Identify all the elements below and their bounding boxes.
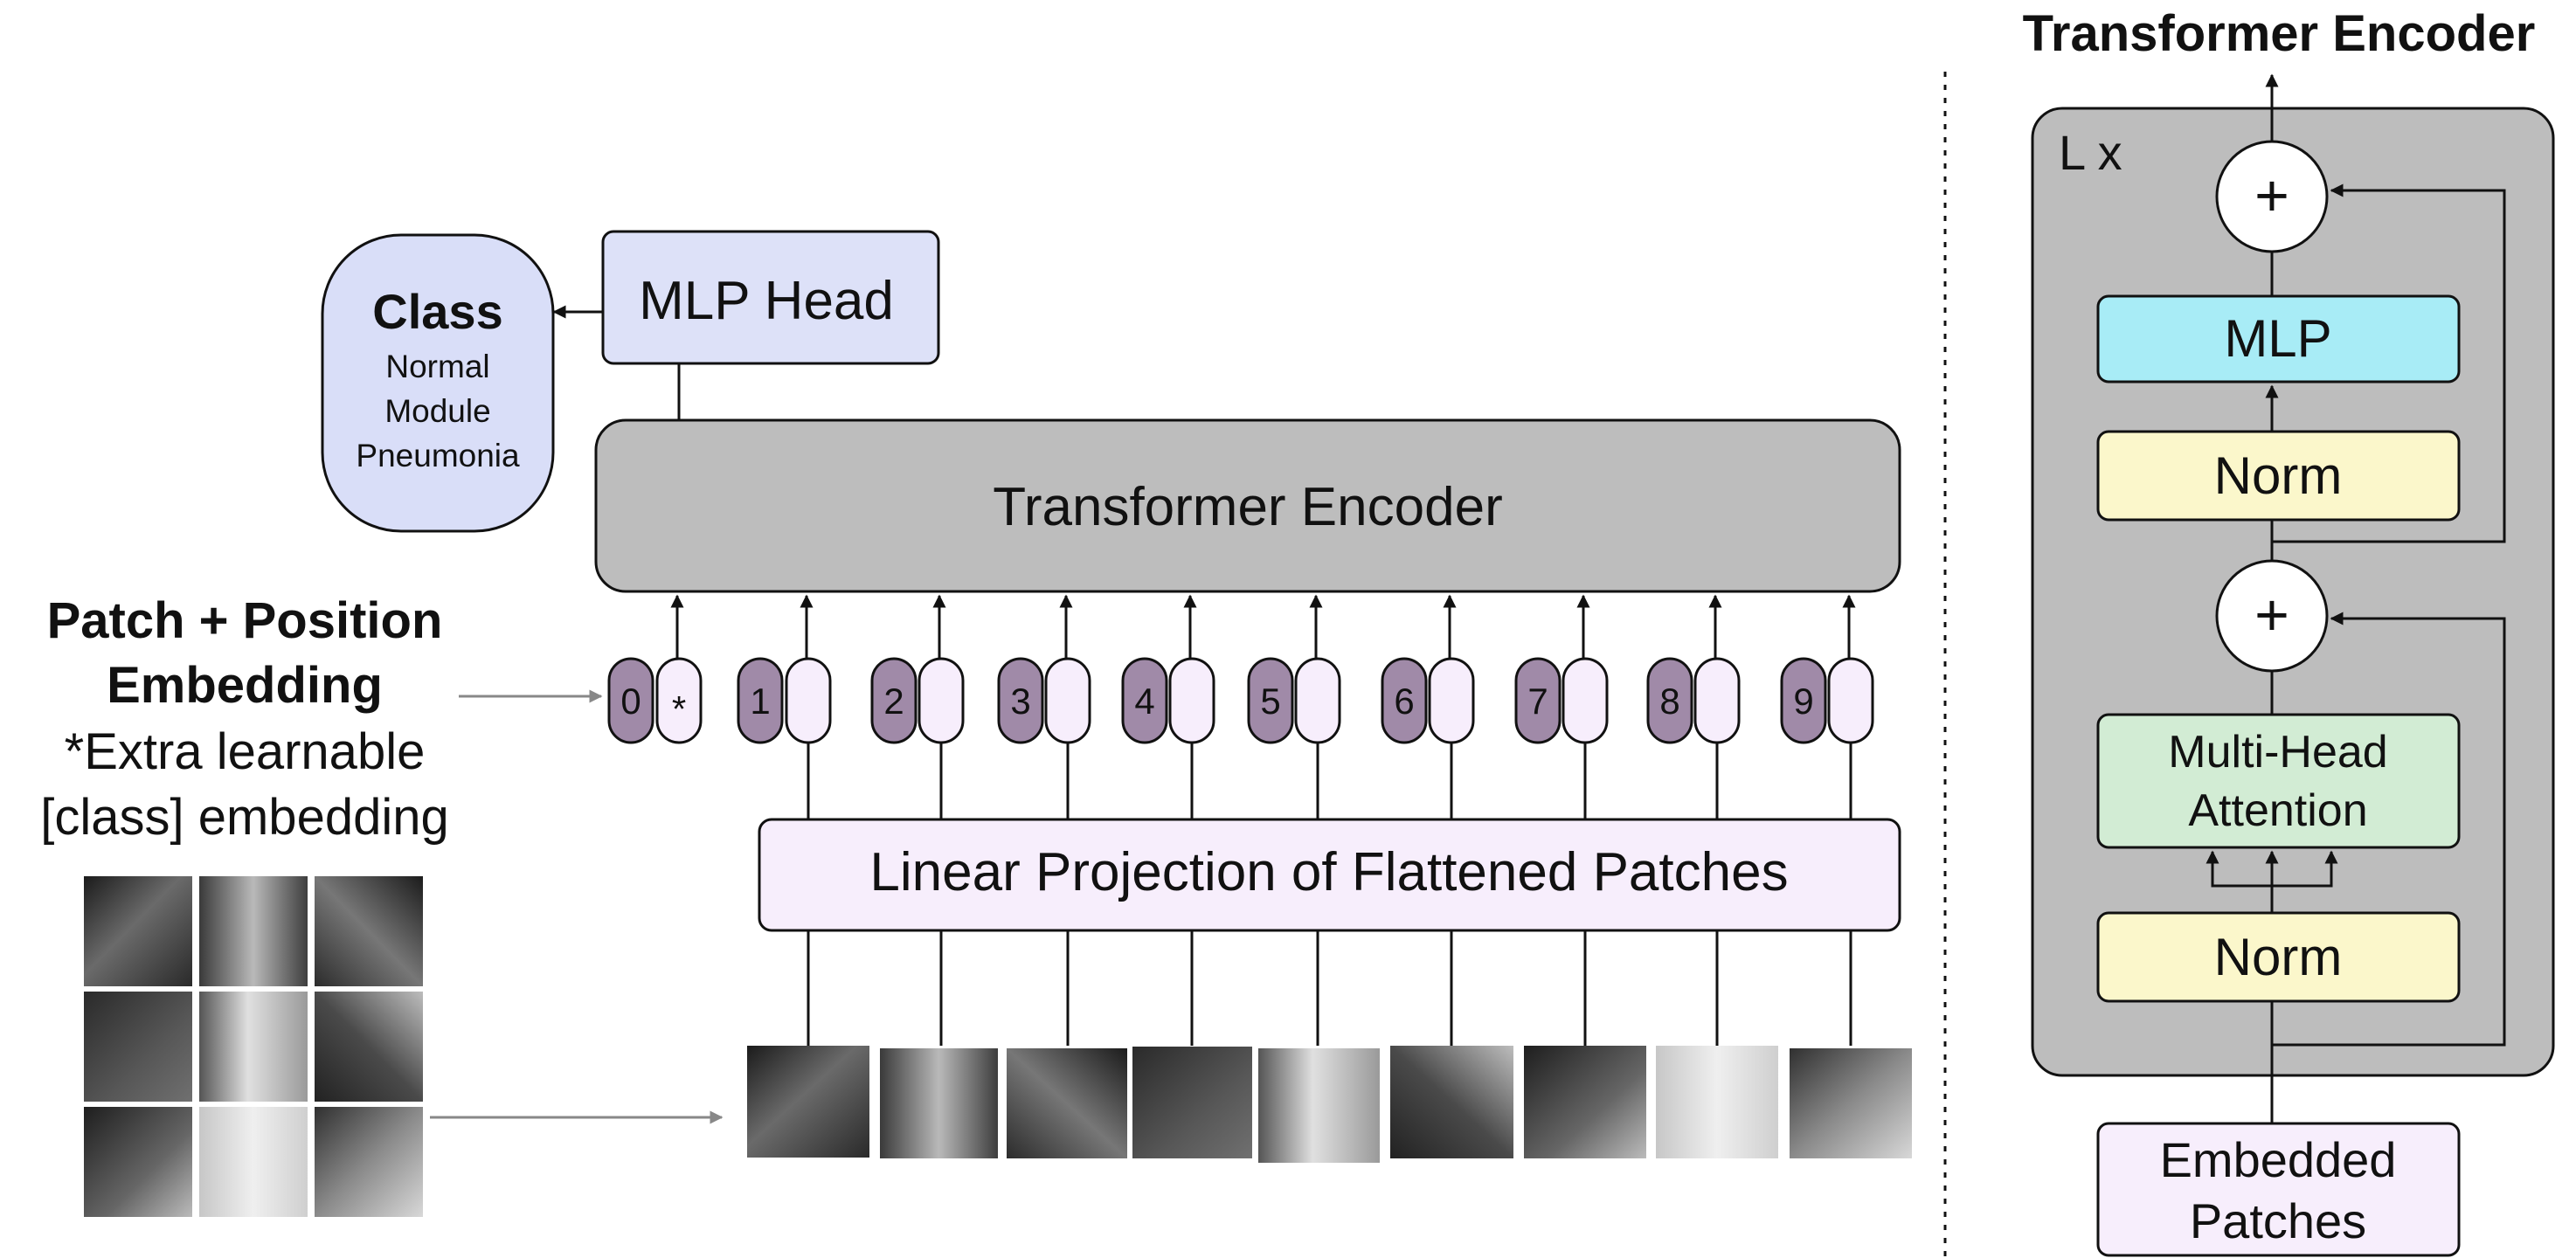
class-item-module: Module	[384, 393, 490, 429]
position-label-8: 8	[1659, 681, 1679, 722]
patch-embedding-3	[1044, 657, 1091, 744]
position-embedding-3	[997, 657, 1044, 744]
transformer-encoder-box: Transformer Encoder	[594, 418, 1901, 593]
embedding-label-line3: *Extra learnable	[65, 723, 426, 780]
token-6: 6	[1381, 657, 1475, 744]
attention-label-line2: Attention	[2188, 785, 2367, 836]
class-token-star: *	[672, 688, 686, 729]
embedded-patches-line2: Patches	[2190, 1193, 2366, 1248]
norm-label-top: Norm	[2214, 446, 2343, 505]
patch-embedding-8	[1693, 657, 1741, 744]
token-3: 3	[997, 657, 1091, 744]
norm-box-bottom: Norm	[2096, 911, 2461, 1003]
class-item-normal: Normal	[385, 349, 489, 384]
transformer-encoder-label: Transformer Encoder	[993, 477, 1502, 537]
position-embedding-7	[1514, 657, 1562, 744]
xray-patch-4	[1132, 1047, 1252, 1158]
norm-box-top: Norm	[2096, 430, 2461, 522]
position-label-0: 0	[620, 681, 641, 722]
layer-repeat-label: L x	[2059, 125, 2122, 180]
projection-to-token-lines	[807, 743, 1852, 819]
token-2: 2	[870, 657, 965, 744]
mlp-head-label: MLP Head	[639, 271, 894, 331]
class-title: Class	[372, 284, 502, 339]
residual-add-top: +	[2215, 140, 2329, 253]
linear-projection-label: Linear Projection of Flattened Patches	[869, 842, 1788, 902]
position-embedding-8	[1646, 657, 1693, 744]
position-embedding-0	[607, 657, 654, 744]
position-embedding-4	[1121, 657, 1168, 744]
xray-patch-1	[747, 1046, 869, 1158]
patch-embedding-4	[1168, 657, 1215, 744]
patch-embedding-9	[1827, 657, 1874, 744]
token-4: 4	[1121, 657, 1215, 744]
position-label-6: 6	[1394, 681, 1414, 722]
xray-patch-2	[880, 1048, 998, 1158]
patch-to-projection-lines	[807, 930, 1852, 1046]
attention-box: Multi-Head Attention	[2096, 713, 2461, 849]
embedded-patches-line1: Embedded	[2160, 1132, 2397, 1187]
plus-label-top: +	[2254, 162, 2289, 229]
norm-label-bottom: Norm	[2214, 928, 2343, 986]
xray-patch-9	[1790, 1048, 1912, 1158]
residual-add-middle: +	[2215, 559, 2329, 673]
plus-label-middle: +	[2254, 582, 2289, 648]
token-5: 5	[1247, 657, 1341, 744]
patch-embedding-0	[655, 657, 703, 744]
token-7: 7	[1514, 657, 1609, 744]
position-label-2: 2	[883, 681, 904, 722]
flattened-patch-row	[747, 1046, 1912, 1163]
residual-skip-top	[2272, 183, 2506, 543]
patch-embedding-1	[785, 657, 832, 744]
encoder-detail-title: Transformer Encoder	[2023, 5, 2536, 62]
mlp-box: MLP	[2096, 294, 2461, 384]
position-label-9: 9	[1793, 681, 1813, 722]
token-9: 9	[1780, 657, 1874, 744]
residual-skip-bottom	[2272, 612, 2506, 1047]
position-label-7: 7	[1527, 681, 1548, 722]
embedding-label-line4: [class] embedding	[40, 789, 448, 846]
patch-embedding-6	[1428, 657, 1475, 744]
position-embedding-6	[1381, 657, 1428, 744]
token-1: 1	[737, 657, 832, 744]
position-embedding-9	[1780, 657, 1827, 744]
xray-patch-6	[1390, 1046, 1513, 1158]
mlp-label: MLP	[2224, 309, 2331, 368]
xray-image-grid	[84, 876, 423, 1217]
xray-patch-7	[1524, 1046, 1646, 1158]
position-label-1: 1	[750, 681, 770, 722]
token-0: 0 *	[607, 657, 703, 744]
qkv-arrows	[2206, 850, 2338, 913]
position-label-3: 3	[1010, 681, 1030, 722]
embedded-patches-box: Embedded Patches	[2096, 1122, 2461, 1257]
patch-embedding-7	[1562, 657, 1609, 744]
class-item-pneumonia: Pneumonia	[356, 438, 520, 473]
patch-embedding-2	[918, 657, 965, 744]
position-label-5: 5	[1260, 681, 1280, 722]
position-embedding-5	[1247, 657, 1294, 744]
token-8: 8	[1646, 657, 1741, 744]
position-embedding-2	[870, 657, 918, 744]
linear-projection-box: Linear Projection of Flattened Patches	[758, 818, 1901, 932]
xray-patch-5	[1258, 1048, 1380, 1163]
patch-embedding-5	[1294, 657, 1341, 744]
embedding-label-line2: Embedding	[107, 657, 383, 714]
position-label-4: 4	[1134, 681, 1154, 722]
class-output-box: Class Normal Module Pneumonia	[321, 233, 555, 533]
embedding-label-line1: Patch + Position	[47, 592, 443, 649]
position-embedding-1	[737, 657, 784, 744]
xray-patch-8	[1656, 1046, 1778, 1158]
xray-patch-3	[1007, 1048, 1127, 1158]
mlp-head-box: MLP Head	[601, 230, 940, 365]
attention-label-line1: Multi-Head	[2168, 727, 2387, 778]
token-to-encoder-arrows	[670, 594, 1856, 659]
